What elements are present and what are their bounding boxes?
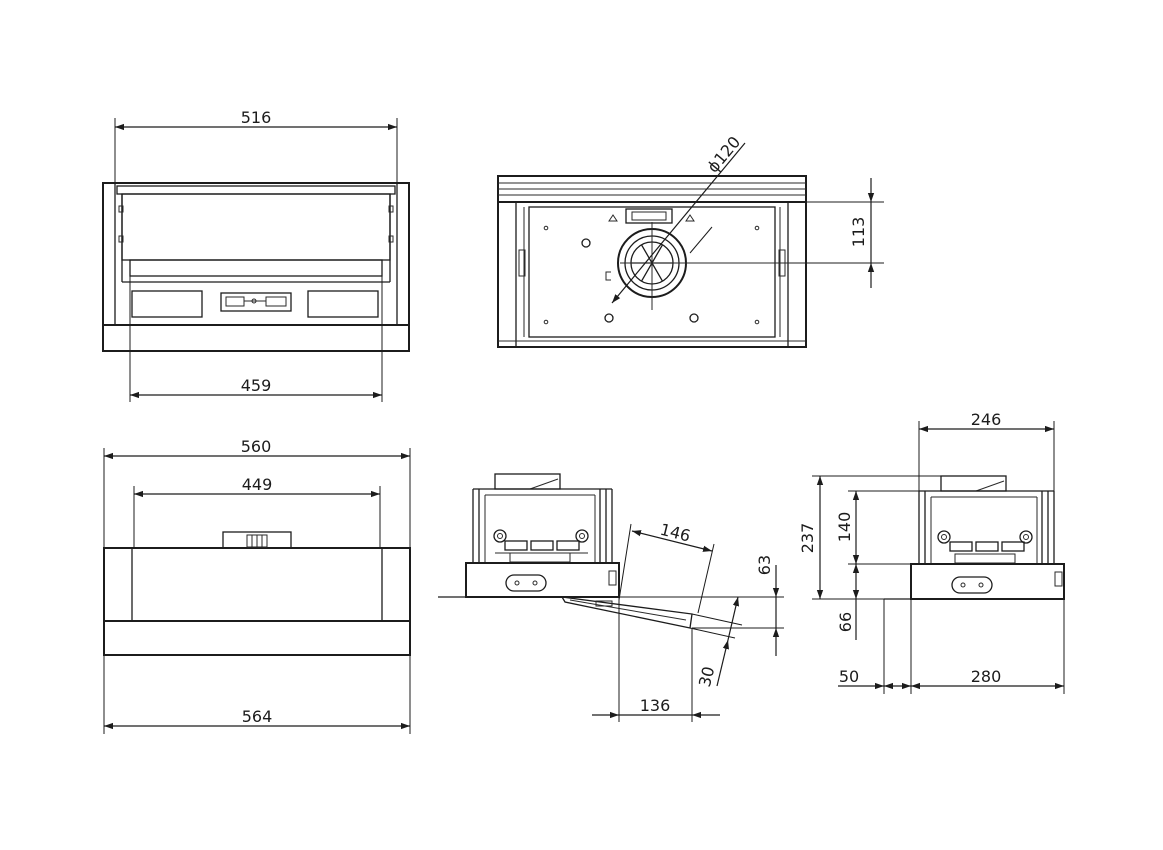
motor-box xyxy=(222,531,292,549)
bottom-view xyxy=(497,175,807,348)
control-panel xyxy=(220,292,292,312)
dim-136-text: 136 xyxy=(640,696,671,715)
dim-113: 113 xyxy=(790,178,884,288)
dim-516: 516 xyxy=(114,108,398,182)
dim-66-text: 66 xyxy=(836,612,855,632)
dim-237-text: 237 xyxy=(798,523,817,554)
side-view-closed xyxy=(884,475,1065,600)
dim-449: 449 xyxy=(133,475,381,548)
dim-246-text: 246 xyxy=(971,410,1002,429)
filter-panel-left xyxy=(131,290,203,318)
dim-280-text: 280 xyxy=(971,667,1002,686)
dim-63: 63 xyxy=(619,555,784,656)
filter-panel-right xyxy=(307,290,379,318)
dim-459-text: 459 xyxy=(241,376,272,395)
dim-237: 237 xyxy=(798,475,941,600)
dim-140: 140 xyxy=(835,490,919,565)
dim-50: 50 xyxy=(838,599,912,694)
dim-113-text: 113 xyxy=(849,217,868,248)
dim-560: 560 xyxy=(103,437,411,548)
dim-564-text: 564 xyxy=(242,707,273,726)
dim-459: 459 xyxy=(129,276,383,402)
dim-146: 146 xyxy=(618,520,715,614)
side-handle xyxy=(505,574,547,592)
dim-564: 564 xyxy=(103,655,411,734)
dim-30-text: 30 xyxy=(695,664,718,688)
dim-30: 30 xyxy=(689,596,743,689)
motor-housing xyxy=(625,208,673,224)
side-handle-closed xyxy=(951,576,993,594)
dim-449-text: 449 xyxy=(242,475,273,494)
dim-66: 66 xyxy=(836,564,860,640)
dim-280: 280 xyxy=(911,599,1065,694)
front-view-top xyxy=(102,182,410,352)
dim-146-text: 146 xyxy=(658,520,692,546)
dim-140-text: 140 xyxy=(835,512,854,543)
front-view-bottom xyxy=(103,531,411,656)
dim-136: 136 xyxy=(592,597,720,722)
dim-50-text: 50 xyxy=(839,667,859,686)
dim-diameter-text: ϕ120 xyxy=(703,133,744,177)
dim-516-text: 516 xyxy=(241,108,272,127)
dim-246: 246 xyxy=(918,410,1055,491)
side-view-open xyxy=(438,473,693,629)
dim-560-text: 560 xyxy=(241,437,272,456)
dim-63-text: 63 xyxy=(755,555,774,575)
